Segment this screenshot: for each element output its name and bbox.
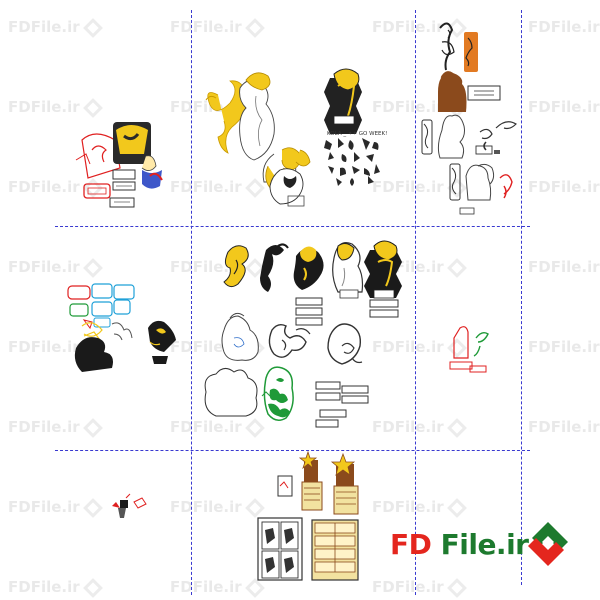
watermark: FDFile.ir	[8, 17, 103, 38]
watermark-text: FDFile.ir	[8, 18, 80, 36]
cell-b-artwork[interactable]: KOLA _ ✦✦ GO WEEK!	[205, 68, 387, 207]
cell-h-artwork[interactable]	[257, 450, 359, 581]
watermark-text: FDFile.ir	[528, 18, 600, 36]
watermark: FDFile.ir	[8, 97, 103, 118]
svg-text:KOLA _ ✦✦ GO WEEK!: KOLA _ ✦✦ GO WEEK!	[327, 130, 387, 137]
brand-logo-text: FD File.ir	[390, 528, 529, 561]
watermark: FDFile.ir	[170, 17, 265, 38]
brand-logo[interactable]: FD File.ir	[390, 520, 570, 576]
watermark-text: FDFile.ir	[8, 578, 80, 596]
cell-a-artwork[interactable]	[75, 122, 163, 208]
watermark-text: FDFile.ir	[372, 98, 444, 116]
watermark-text: FDFile.ir	[528, 98, 600, 116]
watermark: FDFile.ir	[170, 497, 265, 518]
watermark: FDFile.ir	[528, 98, 600, 116]
watermark-text: FDFile.ir	[528, 258, 600, 276]
watermark: FDFile.ir	[8, 417, 103, 438]
watermark: FDFile.ir	[8, 177, 103, 198]
watermark: FDFile.ir	[528, 418, 600, 436]
watermark: FDFile.ir	[8, 257, 103, 278]
grid-line-vertical-2	[415, 10, 416, 595]
watermark: FDFile.ir	[372, 177, 467, 198]
watermark: FDFile.ir	[170, 417, 265, 438]
cell-f-artwork[interactable]	[449, 326, 489, 373]
cell-e-artwork[interactable]	[204, 240, 402, 428]
watermark: FDFile.ir	[8, 577, 103, 598]
cell-d-artwork[interactable]	[67, 283, 176, 372]
watermark-text: FDFile.ir	[528, 418, 600, 436]
grid-line-horizontal-2	[55, 450, 530, 451]
watermark-text: FDFile.ir	[372, 418, 444, 436]
watermark-text: FDFile.ir	[8, 98, 80, 116]
watermark-text: FDFile.ir	[170, 418, 242, 436]
watermark: FDFile.ir	[170, 257, 265, 278]
watermark: FDFile.ir	[372, 417, 467, 438]
watermark-text: FDFile.ir	[170, 578, 242, 596]
watermark-text: FDFile.ir	[372, 178, 444, 196]
grid-line-vertical-1	[191, 10, 192, 595]
watermark-text: FDFile.ir	[170, 258, 242, 276]
watermark-text: FDFile.ir	[8, 338, 80, 356]
watermark: FDFile.ir	[170, 577, 265, 598]
grid-line-vertical-3	[521, 10, 522, 585]
watermark: FDFile.ir	[372, 17, 467, 38]
watermark: FDFile.ir	[8, 497, 103, 518]
watermark-text: FDFile.ir	[372, 338, 444, 356]
watermark-text: FDFile.ir	[170, 18, 242, 36]
watermark: FDFile.ir	[528, 258, 600, 276]
cell-c-artwork[interactable]	[421, 22, 517, 215]
watermark-text: FDFile.ir	[372, 578, 444, 596]
watermark: FDFile.ir	[528, 178, 600, 196]
watermark: FDFile.ir	[528, 338, 600, 356]
watermark-text: FDFile.ir	[8, 418, 80, 436]
watermark: FDFile.ir	[170, 177, 265, 198]
brand-logo-fd: FD	[390, 528, 432, 561]
watermark-text: FDFile.ir	[170, 178, 242, 196]
watermark-text: FDFile.ir	[372, 498, 444, 516]
watermark-text: FDFile.ir	[8, 258, 80, 276]
watermark: FDFile.ir	[372, 337, 467, 358]
brand-logo-rest: File.ir	[431, 528, 529, 561]
watermark-text: FDFile.ir	[8, 498, 80, 516]
watermark: FDFile.ir	[372, 497, 467, 518]
watermark: FDFile.ir	[8, 337, 103, 358]
watermark-text: FDFile.ir	[170, 498, 242, 516]
watermark-text: FDFile.ir	[8, 178, 80, 196]
watermark-text: FDFile.ir	[528, 178, 600, 196]
brand-logo-mark-icon	[528, 522, 568, 566]
watermark-text: FDFile.ir	[372, 18, 444, 36]
watermark-text: FDFile.ir	[528, 338, 600, 356]
watermark: FDFile.ir	[372, 577, 467, 598]
watermark: FDFile.ir	[528, 18, 600, 36]
cell-g-artwork[interactable]	[112, 493, 147, 518]
watermark: FDFile.ir	[372, 97, 467, 118]
grid-line-horizontal-1	[55, 226, 530, 227]
